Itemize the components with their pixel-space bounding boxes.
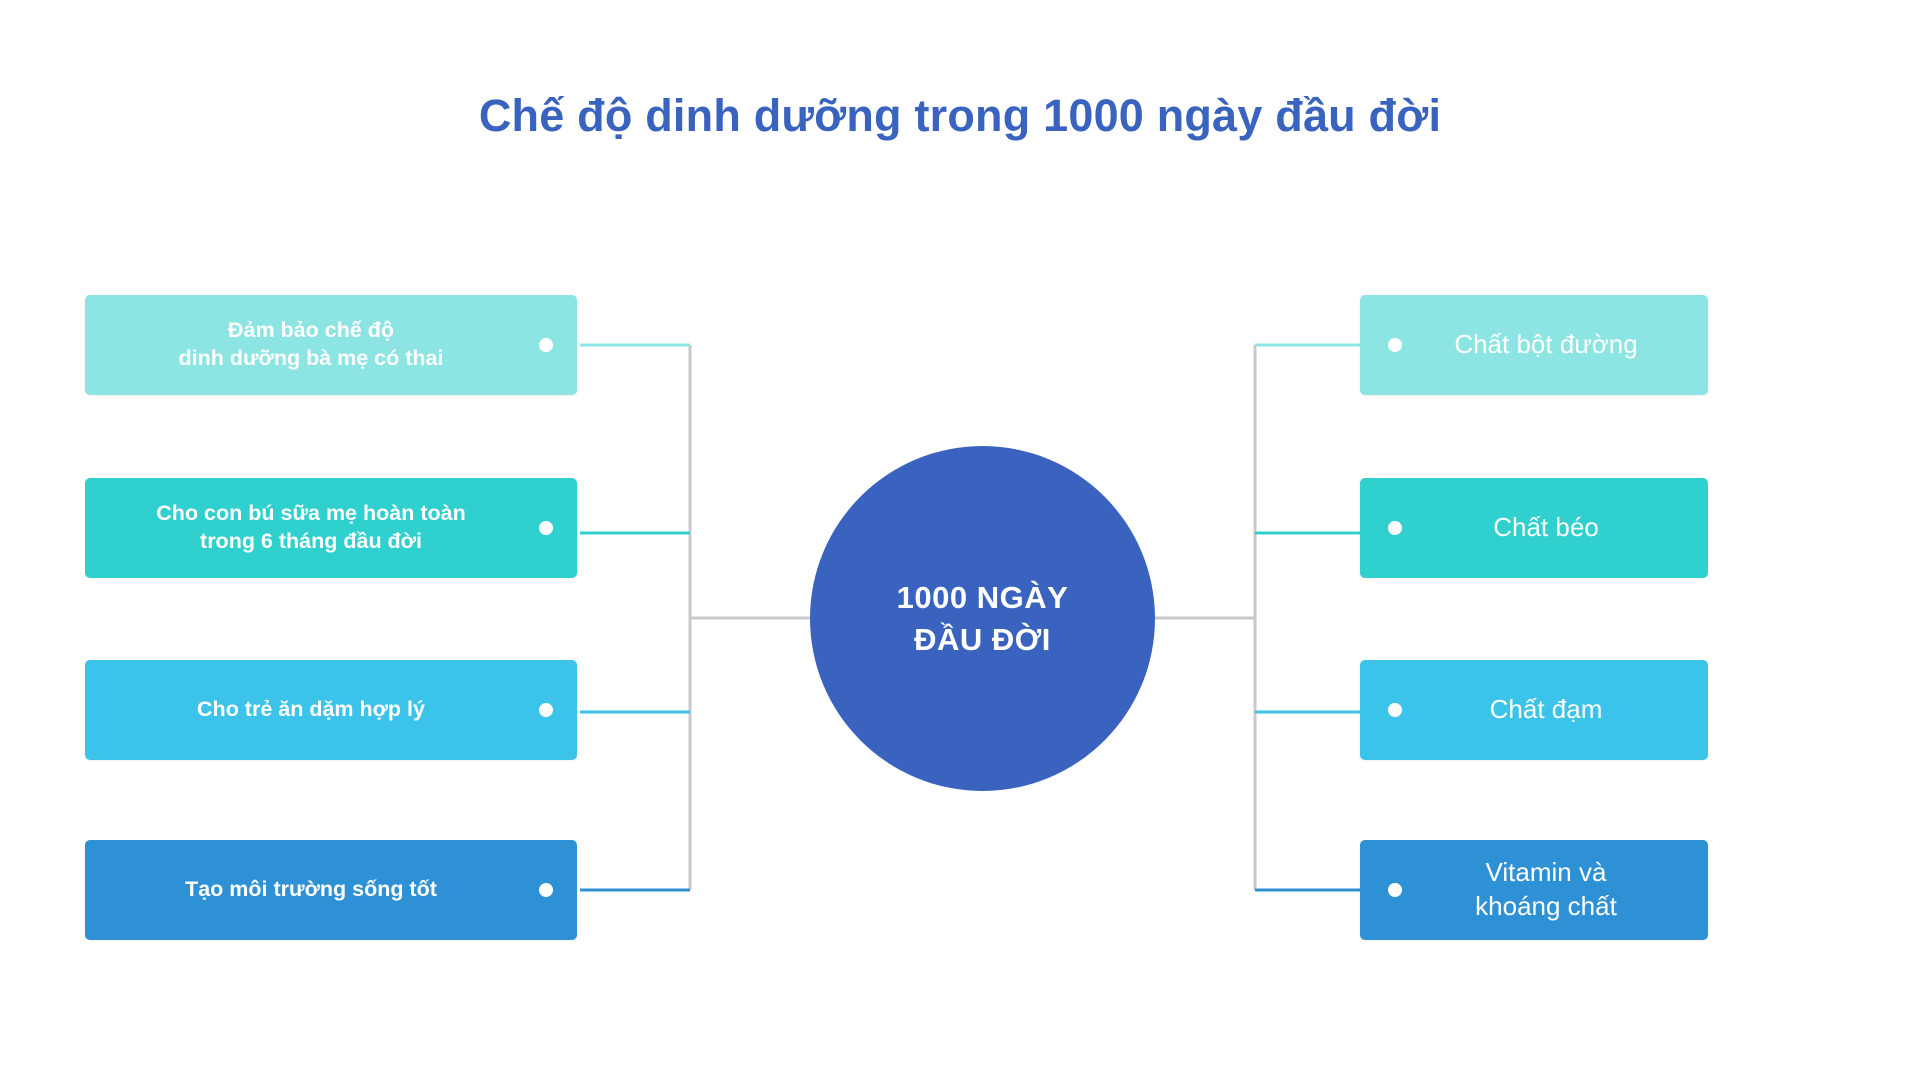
hub-label-line1: 1000 NGÀY bbox=[896, 579, 1069, 615]
left-node-1-line1: Đảm bảo chế độ bbox=[227, 318, 395, 343]
left-node-2-label: Cho con bú sữa mẹ hoàn toàn trong 6 thán… bbox=[85, 500, 539, 556]
hub-label-line2: ĐẦU ĐỜI bbox=[914, 621, 1051, 657]
right-node-3-label: Chất đạm bbox=[1402, 693, 1708, 727]
left-node-1-line2: dinh dưỡng bà mẹ có thai bbox=[178, 346, 444, 370]
left-node-2-line2: trong 6 tháng đầu đời bbox=[200, 529, 422, 553]
right-node-4-line2: khoáng chất bbox=[1475, 891, 1617, 921]
left-node-3-line1: Cho trẻ ăn dặm hợp lý bbox=[197, 697, 425, 722]
left-node-1-bullet-icon bbox=[539, 338, 553, 352]
left-node-4-line1: Tạo môi trường sống tốt bbox=[185, 877, 437, 902]
left-node-2[interactable]: Cho con bú sữa mẹ hoàn toàn trong 6 thán… bbox=[85, 478, 577, 578]
left-node-1-label: Đảm bảo chế độ dinh dưỡng bà mẹ có thai bbox=[85, 317, 539, 373]
right-node-4-line1: Vitamin và bbox=[1485, 857, 1607, 888]
right-node-1-line1: Chất bột đường bbox=[1454, 329, 1638, 360]
left-node-1[interactable]: Đảm bảo chế độ dinh dưỡng bà mẹ có thai bbox=[85, 295, 577, 395]
right-node-2-bullet-icon bbox=[1388, 521, 1402, 535]
left-node-2-bullet-icon bbox=[539, 521, 553, 535]
left-node-3[interactable]: Cho trẻ ăn dặm hợp lý bbox=[85, 660, 577, 760]
center-hub-node[interactable]: 1000 NGÀY ĐẦU ĐỜI bbox=[810, 446, 1155, 791]
right-node-3-line1: Chất đạm bbox=[1489, 694, 1603, 725]
left-node-3-bullet-icon bbox=[539, 703, 553, 717]
left-node-2-line1: Cho con bú sữa mẹ hoàn toàn bbox=[156, 501, 466, 526]
right-node-2[interactable]: Chất béo bbox=[1360, 478, 1708, 578]
right-node-2-label: Chất béo bbox=[1402, 511, 1708, 545]
right-node-1[interactable]: Chất bột đường bbox=[1360, 295, 1708, 395]
left-node-3-label: Cho trẻ ăn dặm hợp lý bbox=[85, 696, 539, 724]
left-node-4[interactable]: Tạo môi trường sống tốt bbox=[85, 840, 577, 940]
right-node-4-bullet-icon bbox=[1388, 883, 1402, 897]
right-node-3[interactable]: Chất đạm bbox=[1360, 660, 1708, 760]
right-node-2-line1: Chất béo bbox=[1493, 512, 1599, 543]
left-node-4-bullet-icon bbox=[539, 883, 553, 897]
page-title: Chế độ dinh dưỡng trong 1000 ngày đầu đờ… bbox=[478, 90, 1442, 141]
right-node-3-bullet-icon bbox=[1388, 703, 1402, 717]
right-node-1-label: Chất bột đường bbox=[1402, 328, 1708, 362]
right-node-4[interactable]: Vitamin và khoáng chất bbox=[1360, 840, 1708, 940]
right-node-1-bullet-icon bbox=[1388, 338, 1402, 352]
left-node-4-label: Tạo môi trường sống tốt bbox=[85, 876, 539, 904]
right-node-4-label: Vitamin và khoáng chất bbox=[1402, 856, 1708, 924]
